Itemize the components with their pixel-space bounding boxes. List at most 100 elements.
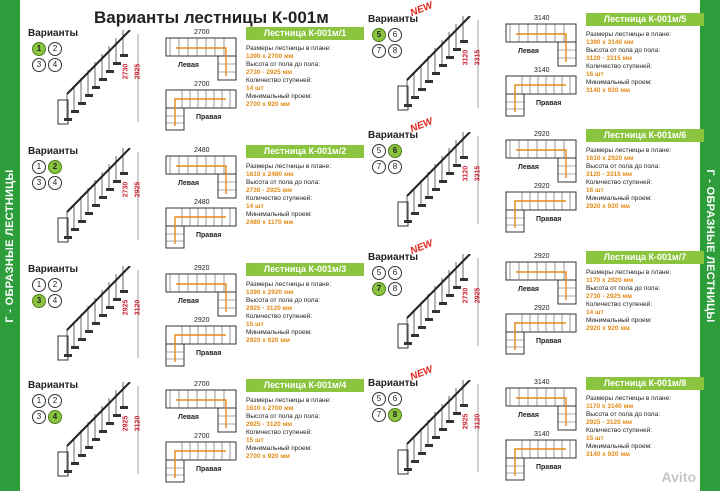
variant-circle[interactable]: 6	[388, 266, 402, 280]
model-name-badge: Лестница К-001м/4	[246, 379, 364, 392]
variant-circle[interactable]: 5	[372, 266, 386, 280]
variant-circle[interactable]: 1	[32, 42, 46, 56]
variant-circle[interactable]: 4	[48, 58, 62, 72]
variant-circle[interactable]: 2	[48, 42, 62, 56]
variant-circle[interactable]: 3	[32, 176, 46, 190]
height-dimension-2: 3315	[474, 165, 482, 182]
right-sidebar: Г - ОБРАЗНЫЕ ЛЕСТНИЦЫ	[700, 0, 720, 491]
height-dimension-1: 2925	[122, 299, 130, 316]
plan-svg	[165, 389, 237, 483]
info-label-opening: Минимальный проем:	[586, 317, 652, 324]
info-label-opening: Минимальный проем:	[246, 93, 312, 100]
variant-circle[interactable]: 7	[372, 160, 386, 174]
plan-bottom-dimension: 2700	[194, 81, 210, 88]
variant-circle[interactable]: 2	[48, 160, 62, 174]
left-plan-label: Левая	[178, 62, 199, 69]
model-name-badge: Лестница К-001м/2	[246, 145, 364, 158]
variant-circle[interactable]: 8	[388, 44, 402, 58]
left-plan-label: Левая	[518, 48, 539, 55]
info-label-steps: Количество ступеней:	[586, 63, 653, 70]
stair-illustration	[397, 16, 479, 111]
variant-circle[interactable]: 3	[32, 410, 46, 424]
variant-circle[interactable]: 7	[372, 44, 386, 58]
info-label-height: Высота от пола до пола:	[586, 47, 661, 54]
left-sidebar-text: Г - ОБРАЗНЫЕ ЛЕСТНИЦЫ	[4, 168, 16, 323]
variant-circle[interactable]: 6	[388, 392, 402, 406]
info-value-opening: 2920 x 920 мм	[586, 325, 630, 332]
variant-circle[interactable]: 1	[32, 394, 46, 408]
info-value-height: 2925 - 3120 мм	[246, 421, 293, 428]
info-label-size: Размеры лестницы в плане:	[586, 269, 672, 276]
plan-top-dimension: 2920	[534, 253, 550, 260]
info-label-steps: Количество ступеней:	[246, 429, 313, 436]
plan-top-dimension: 3140	[534, 15, 550, 22]
info-value-steps: 15 шт	[586, 435, 604, 442]
plan-top-dimension: 2920	[534, 131, 550, 138]
info-label-size: Размеры лестницы в плане:	[586, 147, 672, 154]
info-value-steps: 16 шт	[586, 187, 604, 194]
variant-circle[interactable]: 2	[48, 394, 62, 408]
variant-circle[interactable]: 3	[32, 58, 46, 72]
info-label-opening: Минимальный проем:	[246, 445, 312, 452]
plan-svg	[505, 387, 577, 481]
variant-circle[interactable]: 8	[388, 160, 402, 174]
left-sidebar: Г - ОБРАЗНЫЕ ЛЕСТНИЦЫ	[0, 0, 20, 491]
variant-circle[interactable]: 3	[32, 294, 46, 308]
variant-circle[interactable]: 2	[48, 278, 62, 292]
info-label-height: Высота от пола до пола:	[246, 413, 321, 420]
height-dimension-1: 2730	[122, 181, 130, 198]
variant-circle[interactable]: 4	[48, 410, 62, 424]
variant-circle[interactable]: 5	[372, 144, 386, 158]
variants-label: Варианты	[368, 252, 419, 263]
variants-label: Варианты	[28, 146, 79, 157]
variant-circle[interactable]: 6	[388, 28, 402, 42]
info-label-opening: Минимальный проем:	[586, 443, 652, 450]
info-label-size: Размеры лестницы в плане:	[586, 31, 672, 38]
height-dimension-1: 2730	[122, 63, 130, 80]
height-dimension-1: 2925	[122, 415, 130, 432]
variant-circle[interactable]: 6	[388, 144, 402, 158]
height-dimension-2: 2925	[134, 181, 142, 198]
variant-circle[interactable]: 4	[48, 176, 62, 190]
info-value-opening: 3140 x 920 мм	[586, 451, 630, 458]
variant-circle[interactable]: 5	[372, 28, 386, 42]
plan-bottom-dimension: 3140	[534, 67, 550, 74]
height-dimension-2: 2925	[134, 63, 142, 80]
info-label-height: Высота от пола до пола:	[586, 285, 661, 292]
right-plan-label: Правая	[536, 464, 562, 471]
height-dimension-2: 3120	[134, 415, 142, 432]
plan-svg	[505, 261, 577, 355]
variant-circle[interactable]: 8	[388, 282, 402, 296]
info-label-steps: Количество ступеней:	[246, 77, 313, 84]
info-value-opening: 2920 x 920 мм	[586, 203, 630, 210]
info-value-opening: 2700 x 920 мм	[246, 453, 290, 460]
model-name-badge: Лестница К-001м/1	[246, 27, 364, 40]
info-label-height: Высота от пола до пола:	[586, 411, 661, 418]
variant-circle[interactable]: 7	[372, 408, 386, 422]
variant-circle[interactable]: 4	[48, 294, 62, 308]
info-value-opening: 2920 x 920 мм	[246, 337, 290, 344]
left-plan-label: Левая	[178, 180, 199, 187]
info-label-height: Высота от пола до пола:	[586, 163, 661, 170]
info-value-height: 2730 - 2925 мм	[246, 187, 293, 194]
variant-circle[interactable]: 1	[32, 278, 46, 292]
variant-circle[interactable]: 5	[372, 392, 386, 406]
info-value-height: 2925 - 3120 мм	[246, 305, 293, 312]
info-value-size: 1610 x 2480 мм	[246, 171, 294, 178]
variant-circle[interactable]: 8	[388, 408, 402, 422]
variant-circle[interactable]: 7	[372, 282, 386, 296]
variants-label: Варианты	[28, 380, 79, 391]
info-label-size: Размеры лестницы в плане:	[586, 395, 672, 402]
info-label-size: Размеры лестницы в плане:	[246, 163, 332, 170]
stair-illustration	[57, 148, 139, 243]
variant-circle[interactable]: 1	[32, 160, 46, 174]
info-label-size: Размеры лестницы в плане:	[246, 281, 332, 288]
